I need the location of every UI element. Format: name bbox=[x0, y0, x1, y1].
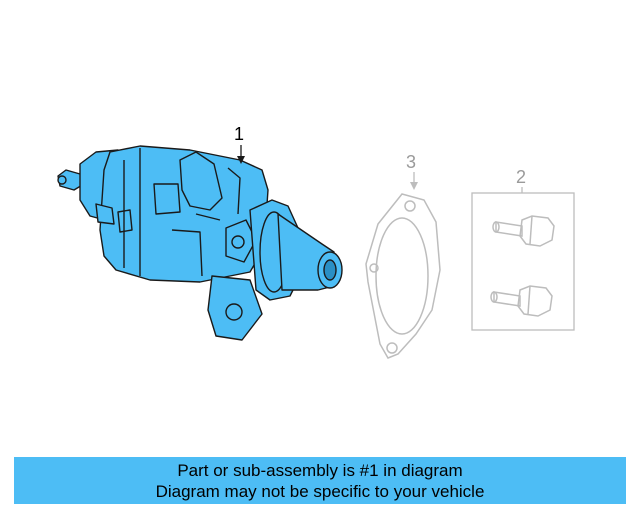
bolts-box bbox=[471, 187, 575, 331]
bolt-upper[interactable] bbox=[492, 215, 555, 247]
bolt-lower[interactable] bbox=[490, 285, 553, 317]
starter-motor[interactable] bbox=[57, 145, 343, 341]
gasket[interactable] bbox=[365, 193, 441, 359]
banner-line-2: Diagram may not be specific to your vehi… bbox=[155, 481, 485, 501]
callout-3[interactable]: 3 bbox=[406, 152, 417, 172]
info-banner: Part or sub-assembly is #1 in diagram Di… bbox=[14, 457, 626, 504]
callout-2[interactable]: 2 bbox=[516, 167, 527, 187]
callout-1[interactable]: 1 bbox=[234, 124, 245, 144]
banner-line-1: Part or sub-assembly is #1 in diagram bbox=[177, 460, 463, 480]
parts-diagram bbox=[57, 145, 575, 359]
